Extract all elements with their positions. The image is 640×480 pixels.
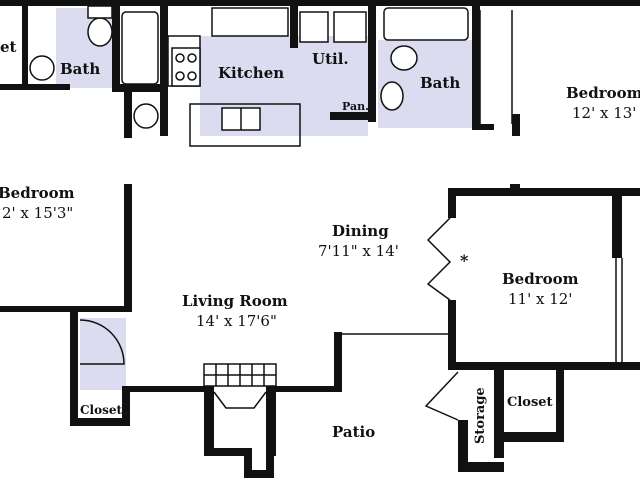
tub-bath-left [121,11,159,85]
bath-right-label: Bath [420,74,460,92]
wall-bath-left-east [112,6,120,90]
kitchen-counter [189,103,301,147]
dining-dims: 7'11" x 14' [318,242,399,260]
thin-lines [0,10,623,421]
wall-fireplace-bottom-left [204,448,244,456]
wall-bath-left-west [22,6,28,90]
wall-fireplace-west [204,386,214,456]
kitchen-label: Kitchen [218,64,284,82]
wall-closet-left-south [70,418,128,426]
wall-bedroom-right-west-b [448,300,456,368]
washer [299,11,329,43]
closet-left-door-swing [79,319,125,365]
wall-bath-right-south [472,124,494,130]
wall-bedroom-right-south [448,362,640,370]
burner-3 [175,71,185,81]
wall-chimney-bottom [244,470,274,478]
toilet-bath-left [87,17,113,47]
utility-label: Util. [312,50,349,68]
bedroom-right-dims: 11' x 12' [508,290,572,308]
wall-bedroom-right-east [612,188,622,258]
wall-bedroom-top-right-west [512,114,520,136]
closet-left-label: Closet [80,403,123,417]
tub-bath-right [383,7,469,41]
fridge-cabinet [211,7,289,37]
bedroom-left-label: Bedroom [0,184,75,202]
wall-storage-west [458,420,468,472]
burner-1 [175,53,185,63]
wall-kitchen-west [160,6,168,136]
bedroom-top-right-label: Bedroom [566,84,640,102]
dining-label: Dining [332,222,389,240]
wall-living-south-b [276,386,340,392]
firebox [213,391,267,409]
wall-chimney-east [266,448,274,478]
closet-right-label: Closet [507,395,553,410]
wall-util-west [290,6,298,48]
wall-closet-right-east [556,362,564,442]
tile-closet-left [80,318,126,390]
wall-bath-right-east [472,6,480,130]
sink-bath-right [380,81,404,111]
wall-closet-west [124,92,132,138]
wall-bedroom-right-stub [510,184,520,192]
storage-door-swing [424,371,459,421]
wall-chimney-west [244,448,252,478]
bath-left-label: Bath [60,60,100,78]
burner-4 [187,71,197,81]
wall-top [0,0,640,6]
wall-pantry-south [330,112,376,120]
stove [171,47,201,87]
washer-circle [133,103,159,129]
bedroom-right-label: Bedroom [502,270,579,288]
wall-fireplace-east [266,386,276,456]
living-room-dims: 14' x 17'6" [196,312,277,330]
storage-label: Storage [473,387,488,444]
living-room-label: Living Room [182,292,288,310]
bedroom-top-right-dims: 12' x 13' [572,104,636,122]
patio-label: Patio [332,423,375,441]
bedroom-left-dims: 2' x 15'3" [2,204,73,222]
wall-storage-closet-divider [494,362,504,458]
star-marker: * [460,251,469,270]
wall-closet-mid [112,84,168,92]
wall-storage-south [458,462,504,472]
toilet-bath-right [390,45,418,71]
fixtures [29,5,469,131]
burner-2 [187,53,197,63]
wall-bath-left-bottom [0,84,70,90]
fireplace [203,363,277,409]
dryer [333,11,367,43]
pantry-label: Pan. [342,100,369,113]
wall-patio-post [334,332,342,392]
labels: et Bath Kitchen Util. Pan. Bath Bedroom … [0,38,640,444]
wall-living-south-a [128,386,208,392]
toilet-tank-bath-left [87,5,113,19]
wall-bedroom-right-west-a [448,188,456,218]
wall-bedroom-right-north [448,188,640,196]
wall-bedroom-left-east [124,184,132,310]
wall-closet-left-west [70,312,78,424]
wall-closet-right-south [494,432,564,442]
wall-bedroom-left-south [0,306,132,312]
wall-util-east [368,6,376,122]
sink-bath-left [29,55,55,81]
partial-label-top-left: et [0,38,17,56]
dining-bifold [426,217,452,301]
wall-closet-left-east [122,386,130,426]
